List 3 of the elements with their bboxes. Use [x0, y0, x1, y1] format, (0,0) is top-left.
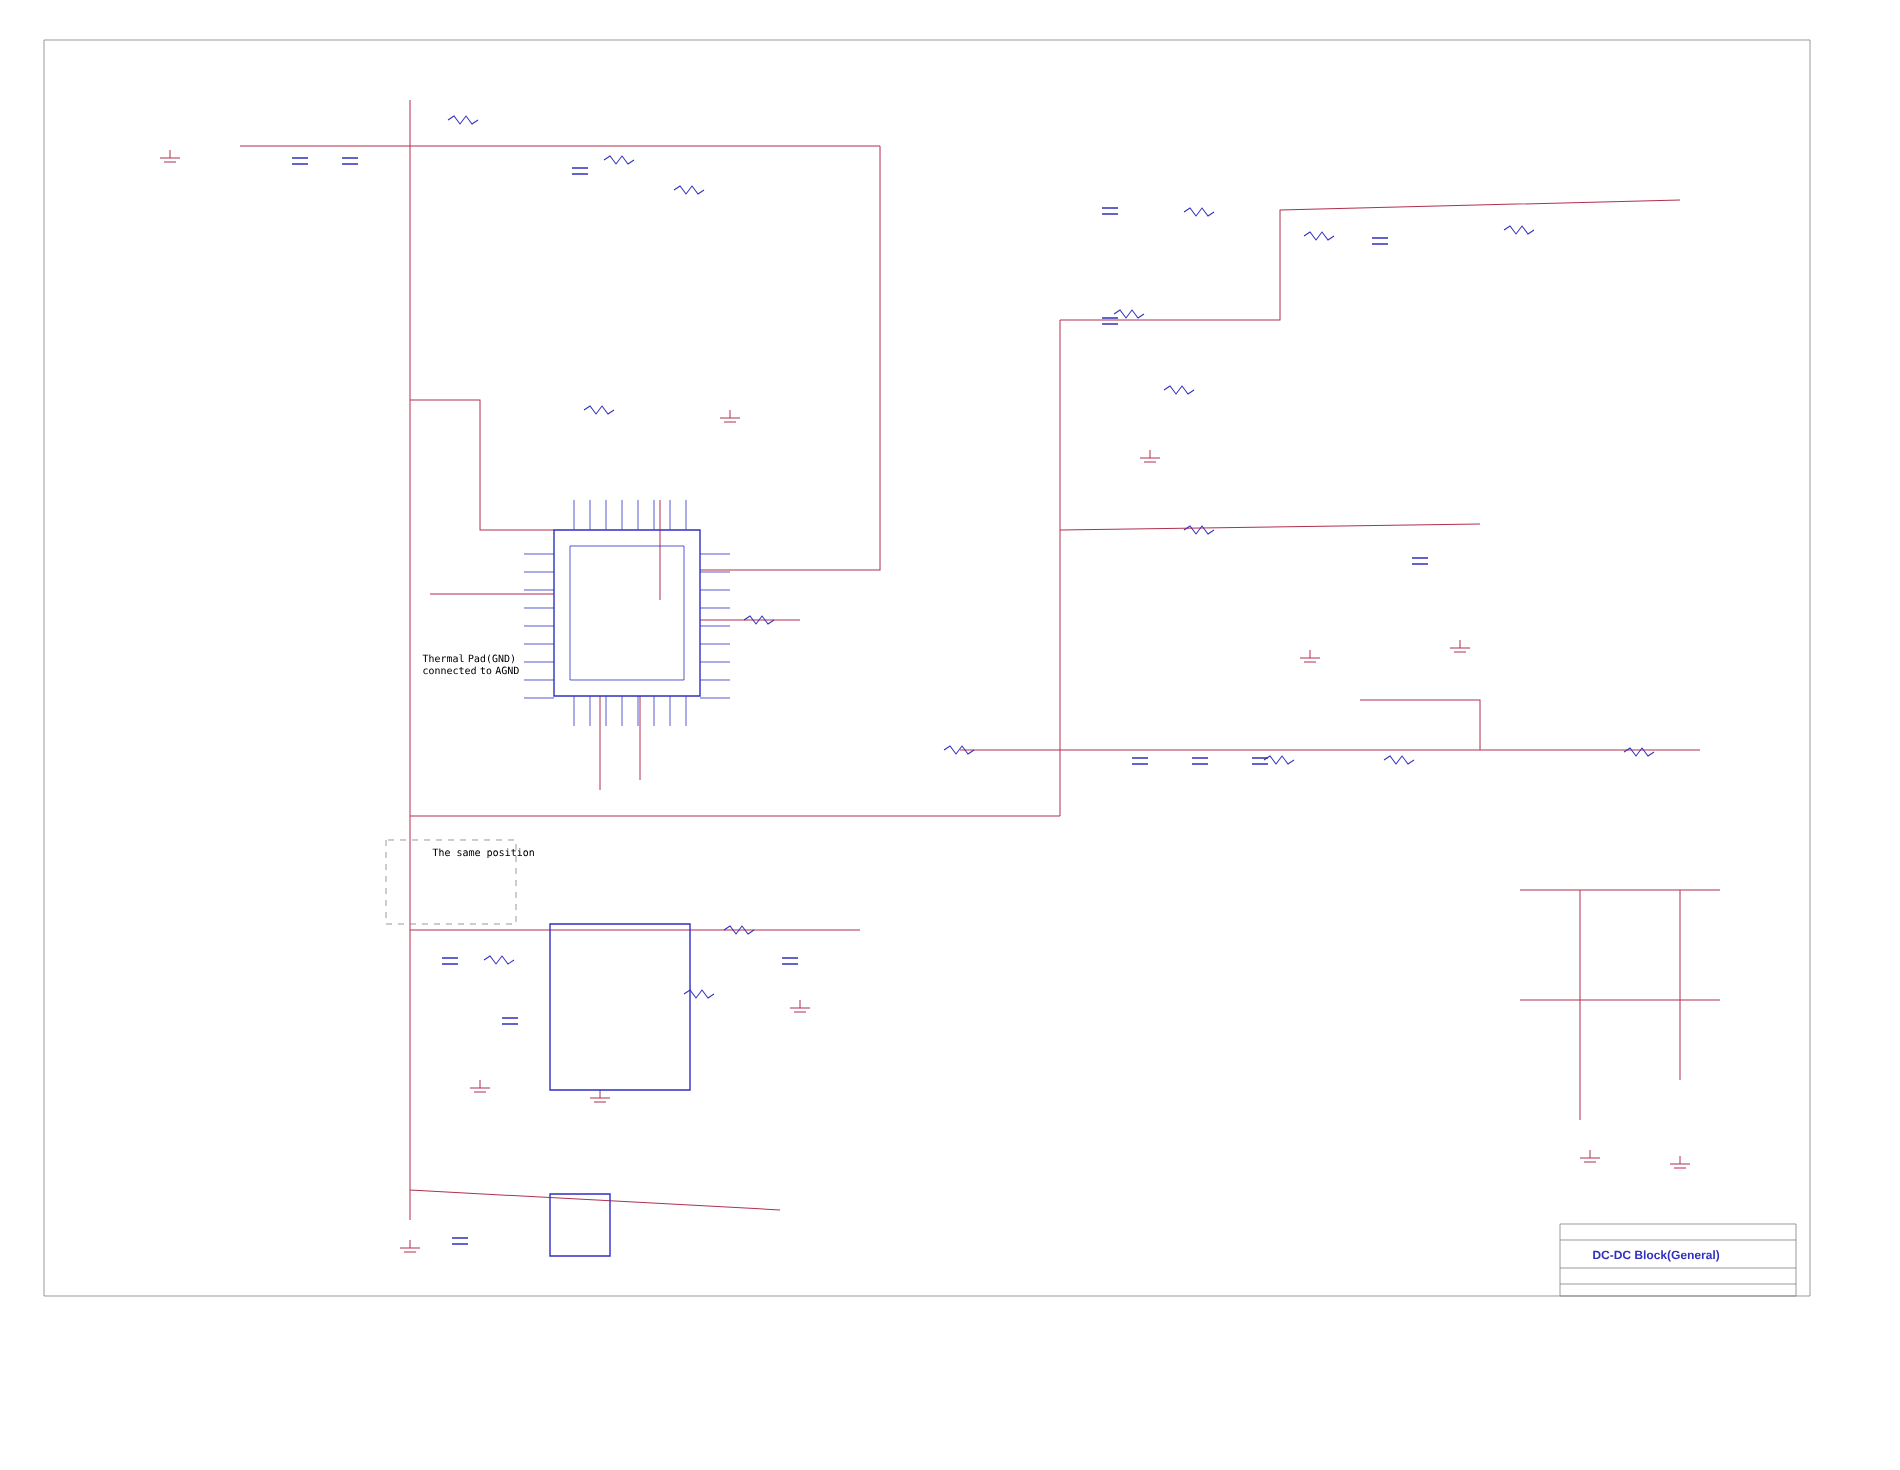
ic-box: [553, 529, 701, 697]
ic-box: [549, 923, 691, 1091]
ic-box: [549, 1193, 611, 1257]
